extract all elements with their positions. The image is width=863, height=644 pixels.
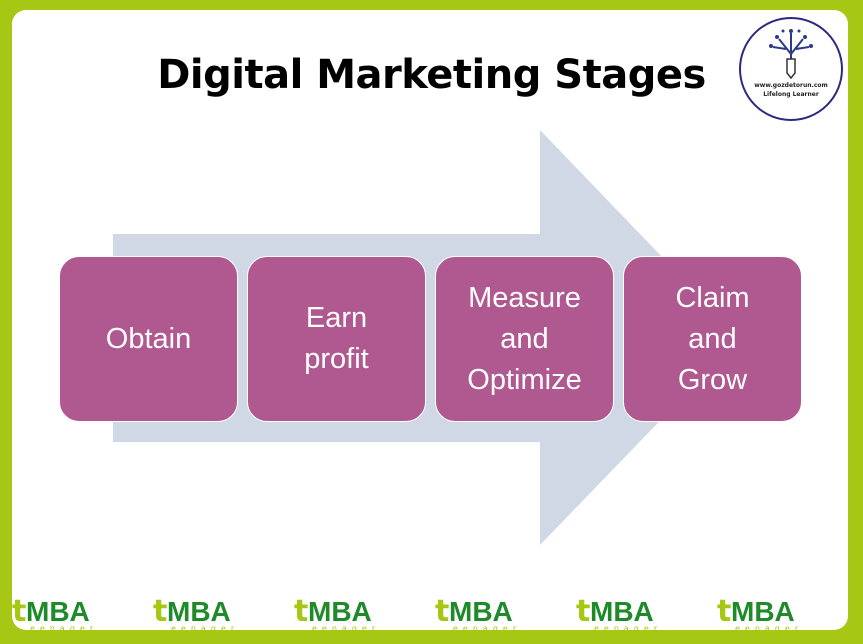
tmba-logo-text: MBA <box>26 596 90 627</box>
tmba-logo-text: MBA <box>308 596 372 627</box>
stage-earn-profit: Earn profit <box>247 256 426 422</box>
tmba-logo-t: t <box>435 594 450 629</box>
tmba-logo-sub: eenager <box>171 624 240 633</box>
tmba-logo-sub: eenager <box>30 624 99 633</box>
gozdetorun-logo: www.gozdetorun.com Lifelong Learner <box>739 17 843 121</box>
logo-tagline: Lifelong Learner <box>763 91 819 98</box>
logo-url: www.gozdetorun.com <box>754 82 828 89</box>
tmba-logo-sub: eenager <box>594 624 663 633</box>
tmba-logo-t: t <box>717 594 732 629</box>
stage-measure-optimize: Measure and Optimize <box>435 256 614 422</box>
slide-title: Digital Marketing Stages <box>157 52 706 98</box>
pencil-tree-icon <box>769 29 813 80</box>
tmba-logo-text: MBA <box>167 596 231 627</box>
tmba-logo-sub: eenager <box>312 624 381 633</box>
tmba-logo-text: MBA <box>449 596 513 627</box>
stage-claim-grow: Claim and Grow <box>623 256 802 422</box>
tmba-logo-t: t <box>12 594 27 629</box>
tmba-logo-text: MBA <box>731 596 795 627</box>
tmba-logo-sub: eenager <box>453 624 522 633</box>
stage-obtain: Obtain <box>59 256 238 422</box>
tmba-logo-text: MBA <box>590 596 654 627</box>
tmba-logo-t: t <box>576 594 591 629</box>
tmba-logo-t: t <box>294 594 309 629</box>
tmba-logo-sub: eenager <box>735 624 804 633</box>
tmba-logo-t: t <box>153 594 168 629</box>
